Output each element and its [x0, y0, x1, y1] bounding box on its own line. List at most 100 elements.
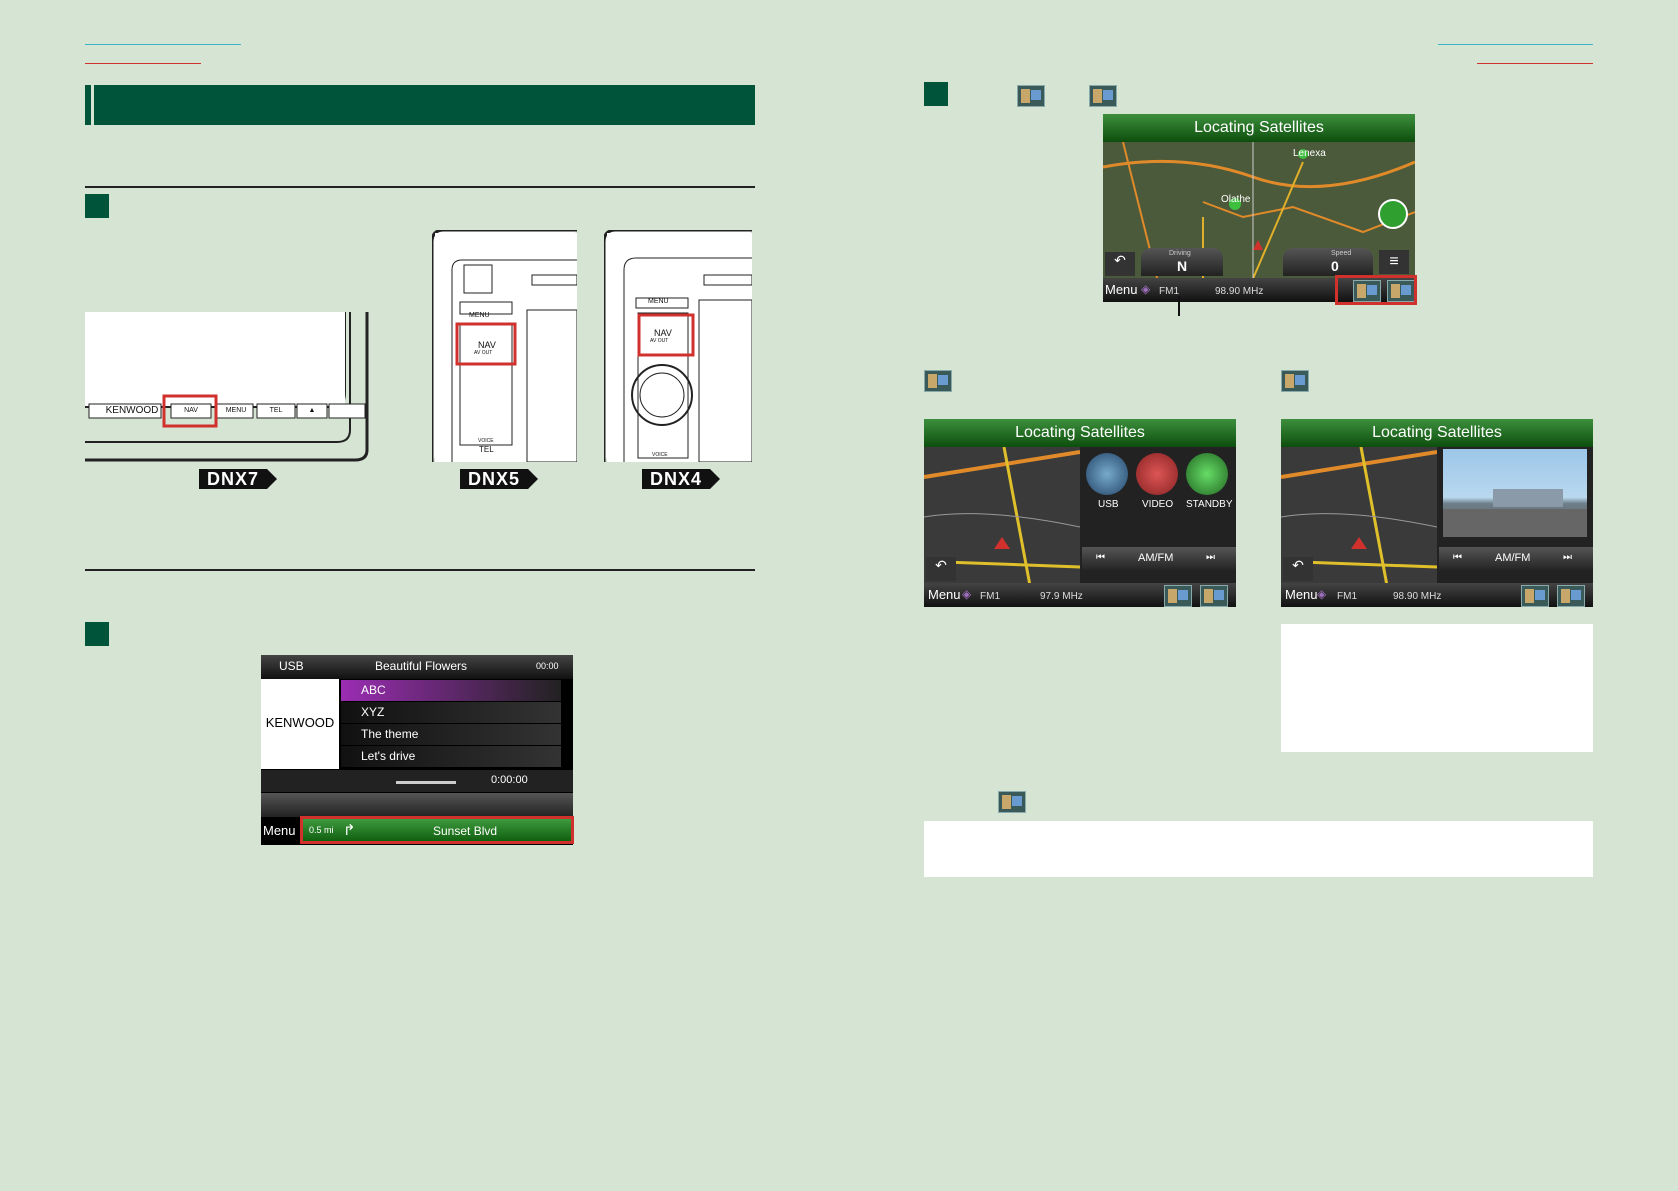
split-buttons-highlight	[1335, 275, 1417, 305]
speed-label: Speed	[1331, 250, 1352, 257]
back-button[interactable]: ↶	[1105, 252, 1135, 276]
split-right-source-label: AM/FM	[1495, 552, 1531, 564]
dnx5-nav-label: NAV	[478, 340, 496, 350]
step-marker-1	[85, 194, 109, 218]
back-button[interactable]: ↶	[1283, 557, 1313, 581]
track-row[interactable]: Let's drive	[341, 746, 561, 767]
dnx7-eject-label: ▲	[308, 407, 316, 414]
header-rule-left-top	[85, 44, 241, 45]
transport-bar[interactable]	[261, 793, 573, 817]
dnx4-voice-label: VOICE	[652, 452, 668, 458]
radio-icon: ◈	[1141, 282, 1151, 296]
usb-screen: USB Beautiful Flowers 00:00 KENWOOD ABC …	[261, 655, 573, 845]
dnx5-menu-label: MENU	[469, 312, 490, 319]
split-right-map	[1281, 447, 1437, 607]
usb-menu-button[interactable]: Menu	[263, 823, 296, 838]
usb-app-label: USB	[1098, 499, 1119, 510]
dnx5-panel-illustration	[432, 230, 577, 462]
track-title: Let's drive	[361, 749, 416, 763]
nav-main-title: Locating Satellites	[1103, 114, 1415, 142]
split-right-title: Locating Satellites	[1281, 419, 1593, 447]
dnx7-badge: DNX7	[199, 469, 278, 489]
dnx7-nav-label: NAV	[184, 407, 198, 414]
split-left-frequency: 97.9 MHz	[1040, 591, 1083, 602]
dnx7-brand: KENWOOD	[105, 405, 159, 416]
driving-heading-box: Driving N	[1141, 248, 1223, 276]
split-left-title: Locating Satellites	[924, 419, 1236, 447]
nav-menu-button[interactable]: Menu	[1105, 282, 1138, 297]
track-row[interactable]: XYZ	[341, 702, 561, 723]
dnx7-panel-illustration	[85, 312, 397, 462]
prev-icon: ⏮	[1453, 552, 1462, 563]
dnx5-voice-label: VOICE	[478, 438, 494, 444]
standby-app-icon[interactable]	[1186, 453, 1228, 495]
usb-elapsed-time: 0:00:00	[491, 774, 528, 786]
dnx5-tel-label: TEL	[479, 445, 494, 454]
split-right-button[interactable]	[1200, 585, 1228, 607]
split-left-source-bar[interactable]: ⏮ AM/FM ⏭	[1082, 547, 1236, 571]
dnx7-menu-label: MENU	[225, 407, 247, 414]
dnx5-badge: DNX5	[460, 469, 539, 489]
nav-street: Sunset Blvd	[433, 824, 498, 838]
note-box-right	[1281, 624, 1593, 752]
header-rule-left-bottom	[85, 63, 201, 64]
turn-right-icon: ↱	[343, 822, 356, 839]
split-left-icon-heading	[924, 370, 952, 392]
split-right-frequency: 98.90 MHz	[1393, 591, 1442, 602]
section-title-bar	[85, 85, 755, 125]
track-title: ABC	[361, 683, 386, 697]
split-right-band: FM1	[1337, 591, 1357, 602]
full-screen-button[interactable]	[1164, 585, 1192, 607]
usb-app-icon[interactable]	[1086, 453, 1128, 495]
split-left-menu-button[interactable]: Menu	[928, 587, 961, 602]
prev-icon: ⏮	[1096, 552, 1105, 563]
nav-place-1: Lenexa	[1293, 148, 1326, 159]
split-left-band: FM1	[980, 591, 1000, 602]
dnx4-nav-sub: AV OUT	[650, 338, 669, 344]
nav-menu-icon[interactable]: ≡	[1379, 250, 1409, 274]
full-screen-button[interactable]	[1521, 585, 1549, 607]
dnx4-nav-label: NAV	[654, 328, 672, 338]
nav-distance: 0.5 mi	[309, 825, 334, 835]
split-right-source-bar[interactable]: ⏮ AM/FM ⏭	[1439, 547, 1593, 571]
split-right-icon	[1089, 85, 1117, 107]
note-box-bottom	[924, 821, 1593, 877]
track-row[interactable]: ABC	[341, 680, 561, 701]
standby-app-label: STANDBY	[1186, 499, 1233, 510]
nav-frequency: 98.90 MHz	[1215, 286, 1264, 297]
seek-bar[interactable]	[396, 781, 456, 784]
split-right-menu-button[interactable]: Menu	[1285, 587, 1318, 602]
step-marker-2	[85, 622, 109, 646]
dnx7-tel-label: TEL	[269, 407, 283, 414]
next-icon: ⏭	[1563, 552, 1572, 563]
split-left-icon	[1017, 85, 1045, 107]
speed-value: 0	[1331, 258, 1339, 274]
nav-main-screen: Locating Satellites Lenexa Olathe ↶ Driv…	[1103, 114, 1415, 302]
video-thumbnail	[1443, 449, 1587, 537]
heading-value: N	[1177, 258, 1188, 274]
split-left-source-label: AM/FM	[1138, 552, 1174, 564]
callout-line	[1178, 296, 1180, 316]
radio-icon: ◈	[1317, 587, 1327, 601]
usb-album-title: Beautiful Flowers	[374, 659, 468, 673]
track-title: XYZ	[361, 705, 385, 719]
track-row[interactable]: The theme	[341, 724, 561, 745]
nav-info-highlight	[300, 816, 574, 844]
split-right-icon-heading	[1281, 370, 1309, 392]
speed-box: Speed 0	[1283, 248, 1373, 276]
step-marker-3	[924, 82, 948, 106]
video-app-icon[interactable]	[1136, 453, 1178, 495]
nav-split-left-screen: Locating Satellites USB VIDEO STANDBY ⏮ …	[924, 419, 1236, 607]
nav-info-bar[interactable]: 0.5 mi ↱ Sunset Blvd	[303, 819, 573, 843]
section-divider-2	[85, 569, 755, 571]
back-button[interactable]: ↶	[926, 557, 956, 581]
header-rule-right-top	[1438, 44, 1593, 45]
split-left-button[interactable]	[1353, 280, 1381, 302]
driving-label: Driving	[1169, 250, 1191, 257]
split-left-button[interactable]	[1557, 585, 1585, 607]
dnx5-nav-sub: AV OUT	[474, 350, 493, 356]
dnx4-menu-label: MENU	[648, 298, 669, 305]
usb-source-label: USB	[279, 659, 304, 673]
section-divider-1	[85, 186, 755, 188]
nav-place-2: Olathe	[1221, 194, 1251, 205]
